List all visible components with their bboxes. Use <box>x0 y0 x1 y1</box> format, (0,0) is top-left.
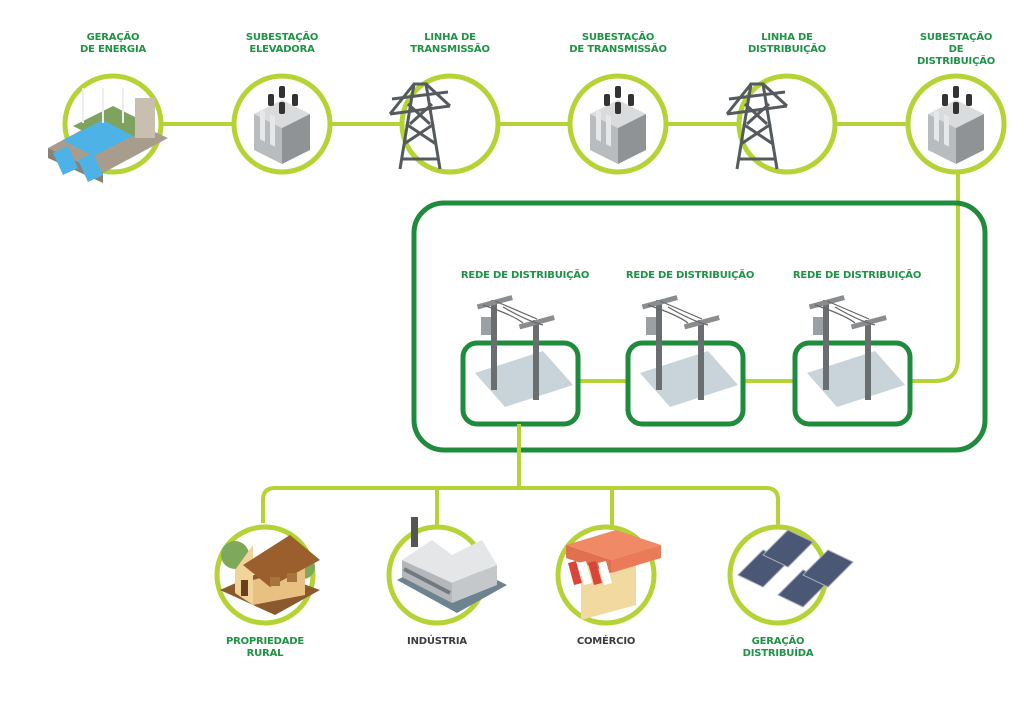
consumer-label: COMÉRCIO <box>576 636 636 647</box>
substation-to-network-line <box>910 172 960 383</box>
node-subestacao-de-transmissao <box>567 73 669 175</box>
consumer-propriedade-rural <box>214 524 320 626</box>
solar-panel-icon <box>737 529 854 608</box>
node-geracao-de-energia <box>48 73 168 183</box>
consumer-bus-line <box>261 486 780 527</box>
distribution-node-label: REDE DE DISTRIBUIÇÃO <box>792 270 922 281</box>
consumer-industria <box>386 517 507 626</box>
distribution-node <box>792 294 913 427</box>
consumer-label: PROPRIEDADE RURAL <box>225 636 305 659</box>
hydro-dam-icon <box>48 88 168 183</box>
node-subestacao-elevadora <box>231 73 333 175</box>
node-linha-de-transmissao <box>388 73 501 175</box>
distribution-network-box <box>411 200 988 453</box>
node-circle <box>399 73 501 175</box>
factory-icon <box>397 517 507 613</box>
node-label: SUBESTAÇÃO DE DISTRIBUIÇÃO <box>916 32 996 67</box>
node-circle <box>736 73 838 175</box>
consumer-comercio <box>555 524 661 626</box>
node-label: SUBESTAÇÃO ELEVADORA <box>245 32 319 55</box>
distribution-node-label: REDE DE DISTRIBUIÇÃO <box>625 270 755 281</box>
node-label: LINHA DE TRANSMISSÃO <box>410 32 490 55</box>
node-subestacao-de-distribuicao <box>905 73 1007 175</box>
node-label: SUBESTAÇÃO DE TRANSMISSÃO <box>569 32 667 55</box>
shop-icon <box>566 530 661 620</box>
consumer-label: INDÚSTRIA <box>407 636 467 647</box>
distribution-node <box>625 294 746 427</box>
consumer-geracao-distribuida <box>727 524 854 626</box>
consumer-label: GERAÇÃO DISTRIBUÍDA <box>742 636 814 659</box>
node-label: LINHA DE DISTRIBUIÇÃO <box>747 32 827 55</box>
node-linha-de-distribuicao <box>725 73 838 175</box>
farmhouse-icon <box>220 535 320 615</box>
distribution-node-label: REDE DE DISTRIBUIÇÃO <box>460 270 590 281</box>
distribution-node <box>460 294 581 427</box>
node-label: GERAÇÃO DE ENERGIA <box>79 32 147 55</box>
